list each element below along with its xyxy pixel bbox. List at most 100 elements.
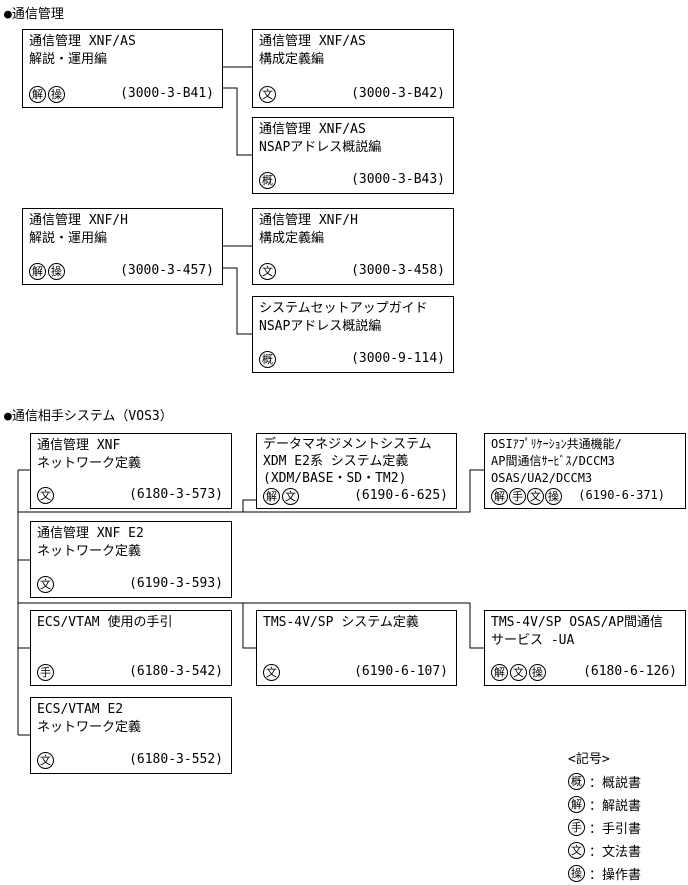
symbol-group: 解 操: [29, 86, 65, 103]
connector-b12: [242, 603, 256, 649]
manual-code: (6180-3-573): [129, 487, 223, 502]
manual-subtitle: 解説・運用編: [29, 231, 108, 246]
manual-box-xnf-h-config: 通信管理 XNF/H 構成定義編 文 (3000-3-458): [252, 208, 454, 285]
legend-item-syntax: 文 ：文法書: [568, 839, 641, 862]
syntax-symbol-icon: 文: [37, 487, 54, 504]
syntax-symbol-icon: 文: [510, 664, 527, 681]
manual-subtitle: NSAPアドレス概説編: [259, 319, 382, 334]
summary-symbol-icon: 概: [259, 172, 276, 189]
manual-title: 通信管理 XNF: [37, 438, 121, 453]
symbol-group: 解 文 操: [491, 664, 546, 681]
legend-text: ：概説書: [589, 776, 642, 791]
manual-code: (6190-6-107): [354, 664, 448, 679]
legend-item-operation: 操 ：操作書: [568, 862, 641, 885]
syntax-symbol-icon: 文: [259, 86, 276, 103]
connector-row1-bus: [18, 469, 484, 513]
manual-title: TMS-4V/SP システム定義: [263, 615, 419, 630]
manual-box-xnf-network: 通信管理 XNF ネットワーク定義 文 (6180-3-573): [30, 433, 232, 509]
manual-code: (6180-3-552): [129, 752, 223, 767]
explanation-symbol-icon: 解: [568, 796, 585, 813]
syntax-symbol-icon: 文: [37, 752, 54, 769]
manual-title: ECS/VTAM 使用の手引: [37, 615, 173, 630]
manual-subtitle: ネットワーク定義: [37, 720, 142, 735]
syntax-symbol-icon: 文: [568, 842, 585, 859]
summary-symbol-icon: 概: [568, 773, 585, 790]
manual-box-ecs-vtam-e2-network: ECS/VTAM E2 ネットワーク定義 文 (6180-3-552): [30, 697, 232, 774]
legend-title: <記号>: [568, 752, 610, 767]
symbol-group: 解 手 文 操: [491, 488, 562, 505]
explanation-symbol-icon: 解: [29, 86, 46, 103]
symbol-group: 文: [259, 263, 276, 280]
explanation-symbol-icon: 解: [263, 488, 280, 505]
manual-code: (6190-6-371): [578, 488, 665, 502]
legend-item-guide: 手 ：手引書: [568, 816, 641, 839]
legend-item-explanation: 解 ：解説書: [568, 793, 641, 816]
legend-text: ：解説書: [589, 799, 642, 814]
manual-title: 通信管理 XNF/AS: [259, 34, 366, 49]
symbol-group: 手: [37, 664, 54, 681]
manual-box-xnf-h-overview: 通信管理 XNF/H 解説・運用編 解 操 (3000-3-457): [22, 208, 223, 285]
manual-box-xdm-system-definition: データマネジメントシステム XDM E2系 システム定義 (XDM/BASE・S…: [256, 433, 457, 509]
manual-title: データマネジメントシステム: [263, 437, 432, 452]
operation-symbol-icon: 操: [545, 488, 562, 505]
manual-subtitle: 構成定義編: [259, 52, 325, 67]
legend-item-summary: 概 ：概説書: [568, 770, 641, 793]
manual-code: (3000-3-B41): [120, 86, 214, 101]
manual-subtitle-2: OSAS/UA2/DCCM3: [491, 471, 593, 485]
manual-title: 通信管理 XNF E2: [37, 526, 144, 541]
manual-code: (3000-3-458): [351, 263, 445, 278]
manual-box-xnf-as-config: 通信管理 XNF/AS 構成定義編 文 (3000-3-B42): [252, 29, 454, 108]
symbol-group: 解 操: [29, 263, 65, 280]
operation-symbol-icon: 操: [48, 86, 65, 103]
section-title-peer-systems: ●通信相手システム（VOS3）: [4, 409, 173, 424]
manual-box-system-setup-nsap: システムセットアップガイド NSAPアドレス概説編 概 (3000-9-114): [252, 296, 454, 373]
manual-title: 通信管理 XNF/AS: [29, 34, 136, 49]
manual-code: (3000-3-B43): [351, 172, 445, 187]
operation-symbol-icon: 操: [48, 263, 65, 280]
guide-symbol-icon: 手: [509, 488, 526, 505]
manual-box-xnf-e2-network: 通信管理 XNF E2 ネットワーク定義 文 (6190-3-593): [30, 521, 232, 598]
manual-subtitle-2: (XDM/BASE・SD・TM2): [263, 471, 407, 486]
syntax-symbol-icon: 文: [282, 488, 299, 505]
explanation-symbol-icon: 解: [491, 664, 508, 681]
syntax-symbol-icon: 文: [263, 664, 280, 681]
symbol-group: 文: [259, 86, 276, 103]
manual-code: (6190-6-625): [354, 488, 448, 503]
syntax-symbol-icon: 文: [527, 488, 544, 505]
manual-subtitle: AP間通信ｻｰﾋﾞｽ/DCCM3: [491, 454, 615, 468]
manual-subtitle: サービス -UA: [491, 633, 575, 648]
connector-b4-b6: [223, 267, 252, 335]
manual-title: TMS-4V/SP OSAS/AP間通信: [491, 615, 664, 630]
guide-symbol-icon: 手: [568, 819, 585, 836]
symbol-group: 概: [259, 351, 276, 368]
manual-box-xnf-as-overview: 通信管理 XNF/AS 解説・運用編 解 操 (3000-3-B41): [22, 29, 223, 108]
manual-code: (6180-6-126): [583, 664, 677, 679]
manual-code: (3000-3-B42): [351, 86, 445, 101]
operation-symbol-icon: 操: [529, 664, 546, 681]
manual-code: (6180-3-542): [129, 664, 223, 679]
syntax-symbol-icon: 文: [37, 576, 54, 593]
manual-subtitle: ネットワーク定義: [37, 544, 142, 559]
manual-box-osi-application: OSIｱﾌﾟﾘｹｰｼｮﾝ共通機能/ AP間通信ｻｰﾋﾞｽ/DCCM3 OSAS/…: [484, 433, 686, 509]
manual-title: OSIｱﾌﾟﾘｹｰｼｮﾝ共通機能/: [491, 437, 622, 451]
manual-title: ECS/VTAM E2: [37, 702, 124, 717]
symbol-group: 概: [259, 172, 276, 189]
explanation-symbol-icon: 解: [29, 263, 46, 280]
symbol-group: 文: [263, 664, 280, 681]
manual-box-ecs-vtam-guide: ECS/VTAM 使用の手引 手 (6180-3-542): [30, 610, 232, 686]
manual-subtitle: NSAPアドレス概説編: [259, 140, 382, 155]
syntax-symbol-icon: 文: [259, 263, 276, 280]
symbol-group: 文: [37, 752, 54, 769]
manual-subtitle: XDM E2系 システム定義: [263, 454, 409, 469]
symbol-legend: <記号> 概 ：概説書 解 ：解説書 手 ：手引書 文 ：文法書 操 ：操作書: [568, 750, 641, 885]
manual-code: (6190-3-593): [129, 576, 223, 591]
manual-box-tms-osas: TMS-4V/SP OSAS/AP間通信 サービス -UA 解 文 操 (618…: [484, 610, 686, 686]
symbol-group: 文: [37, 576, 54, 593]
manual-title: 通信管理 XNF/H: [259, 213, 358, 228]
connector-b8: [242, 499, 256, 512]
connector-row3-bus: [18, 602, 484, 649]
symbol-group: 文: [37, 487, 54, 504]
manual-subtitle: 構成定義編: [259, 231, 325, 246]
manual-box-tms-system-definition: TMS-4V/SP システム定義 文 (6190-6-107): [256, 610, 457, 686]
